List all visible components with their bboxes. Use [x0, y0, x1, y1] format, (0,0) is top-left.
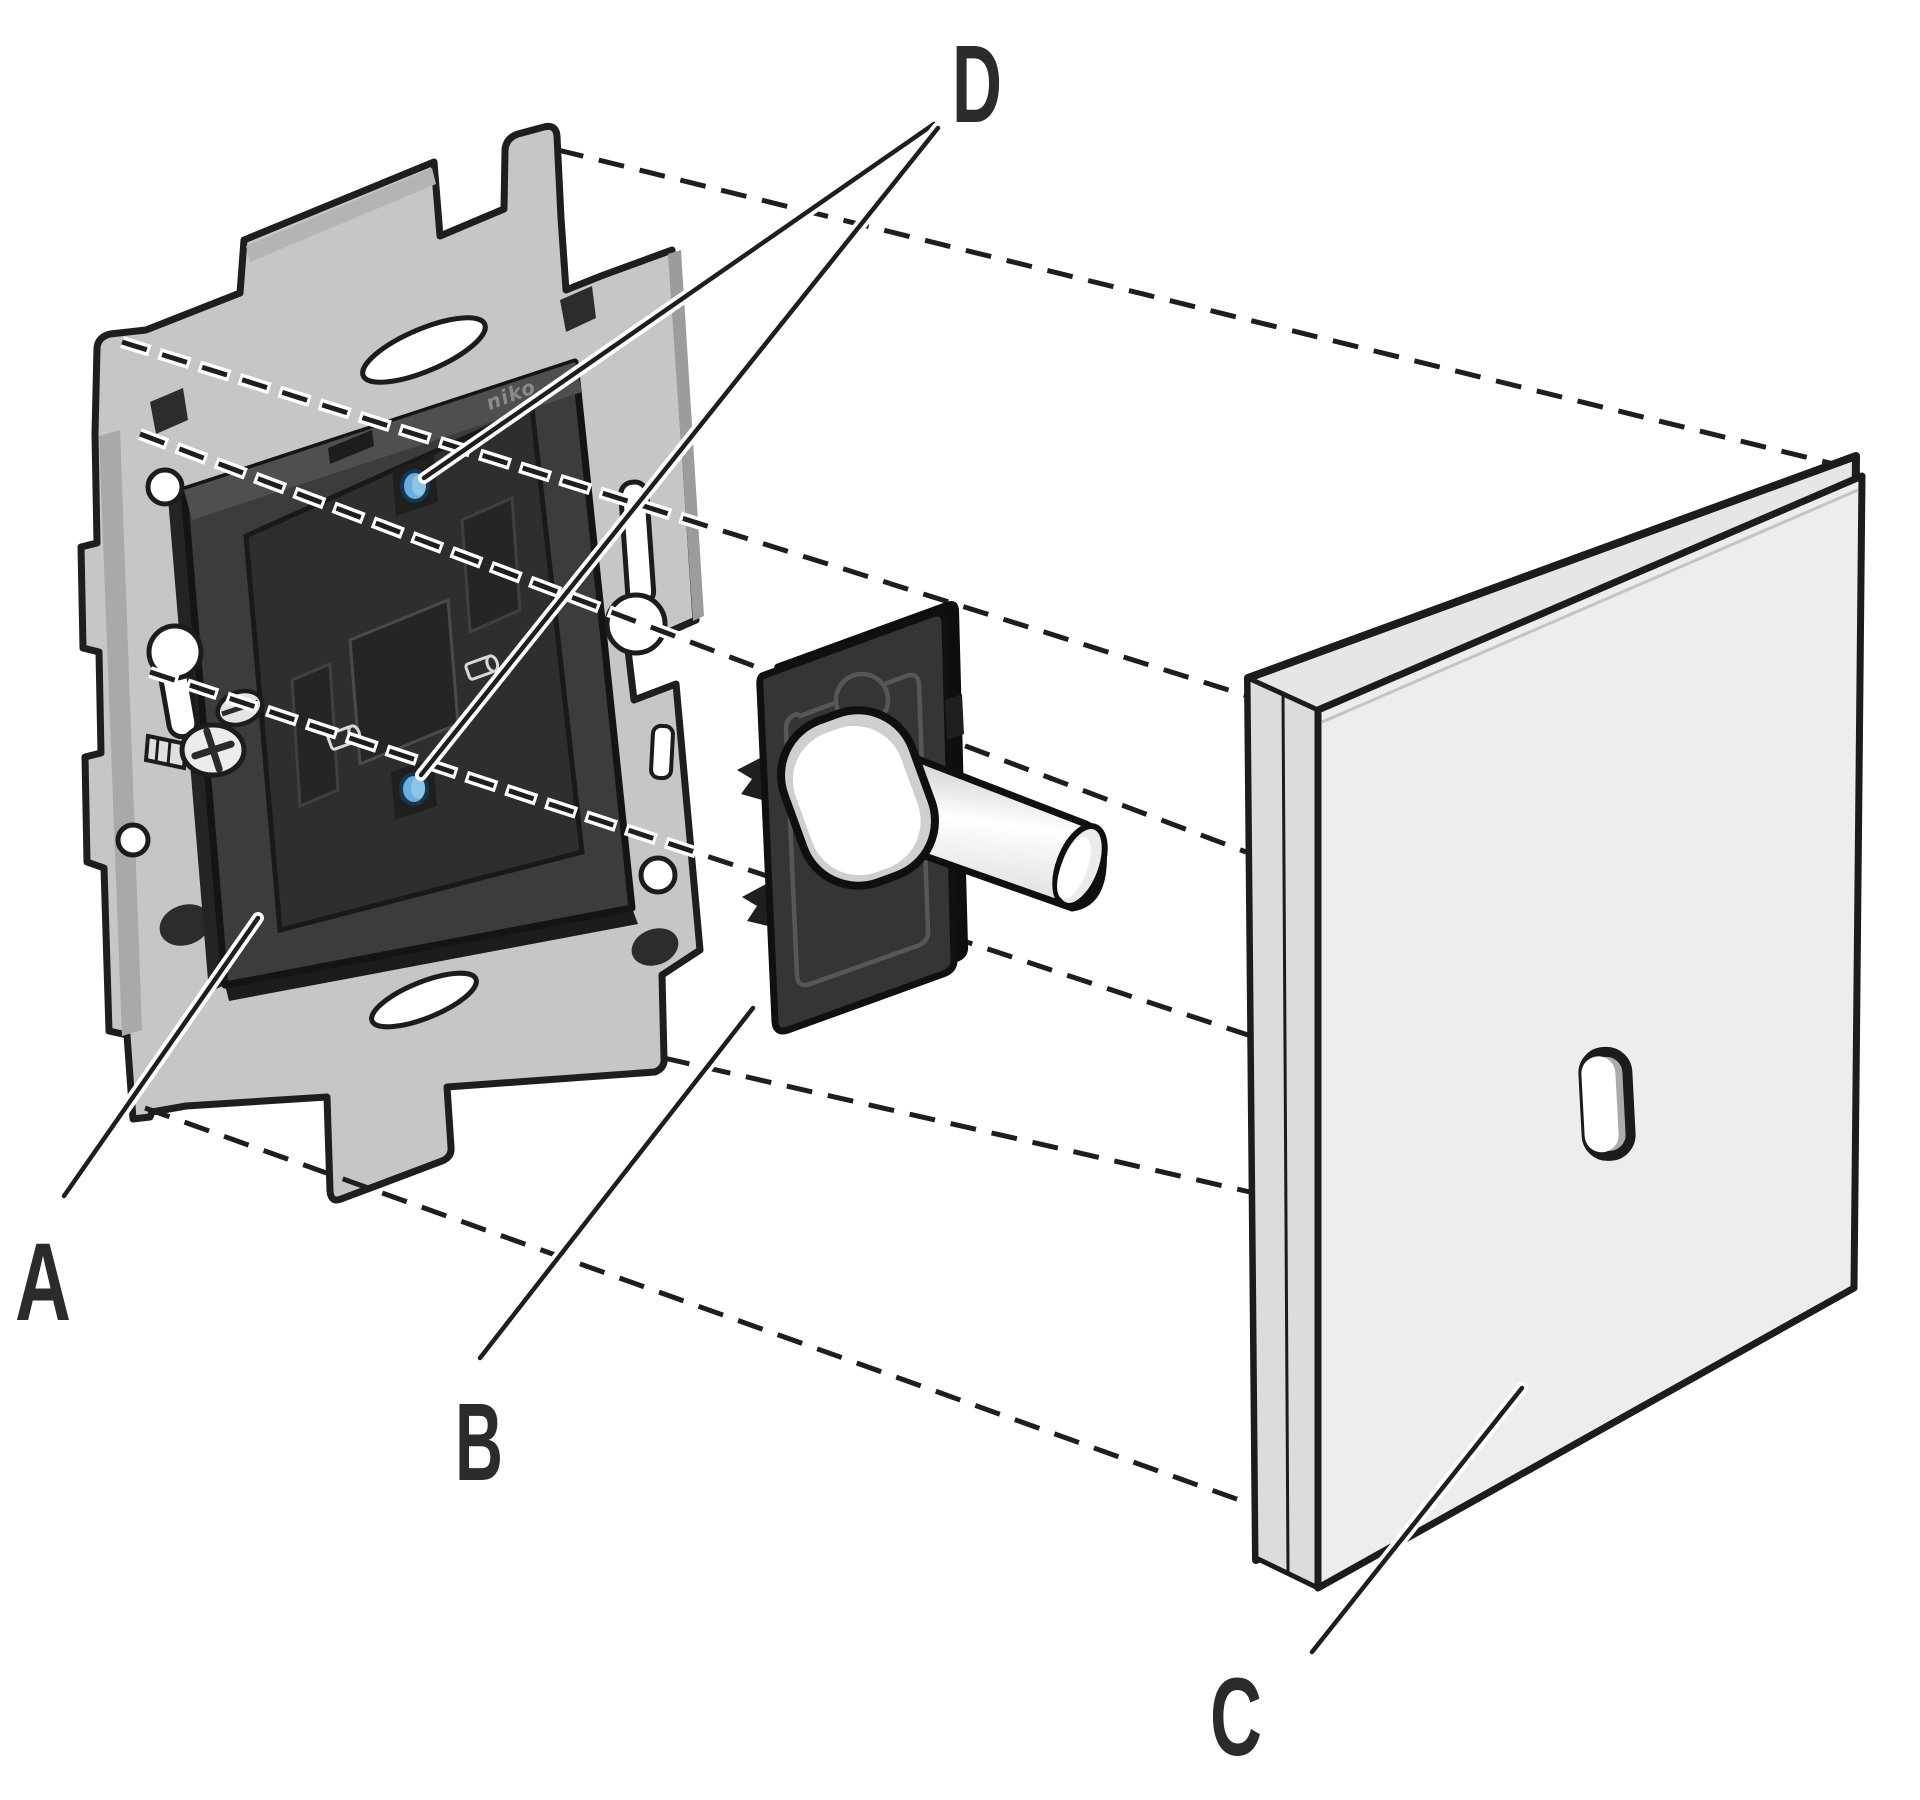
frame-clip-top-right — [560, 286, 596, 332]
mechanism-groove — [783, 672, 931, 988]
frame-left-facet — [99, 430, 142, 1036]
module-window-right — [460, 495, 522, 635]
frame-clip-bottom-left — [159, 904, 211, 946]
mechanism-side-nub — [945, 694, 964, 740]
frame-hole-upper-left — [145, 467, 185, 507]
frame-slot-bottom — [369, 970, 479, 1030]
label-b: B — [455, 1381, 503, 1504]
projection-line-mid-upper — [137, 428, 1249, 858]
projection-lines — [120, 147, 1851, 1509]
module-ridge-notch — [328, 430, 374, 464]
cover-plate — [1244, 452, 1866, 1592]
mechanism-claw-top — [737, 758, 762, 800]
projection-line-mid-lower — [148, 666, 1250, 1041]
mechanism-boss — [777, 706, 939, 890]
label-a: A — [15, 1221, 71, 1344]
frame-slot-right-flange — [649, 723, 675, 781]
label-c: C — [1210, 1656, 1262, 1779]
toggle-shaft-tip-highlight — [1057, 836, 1091, 900]
projection-line-top — [557, 147, 1851, 471]
leader-line-c — [1306, 1382, 1528, 1658]
projection-line-lower-right — [663, 1055, 1251, 1195]
module-pin-right — [464, 654, 500, 681]
projection-line-bottom — [144, 1105, 1257, 1509]
switch-mechanism — [737, 601, 1108, 1035]
leader-line-d-bottom — [415, 122, 944, 781]
leader-lines — [58, 118, 1528, 1658]
projection-line-upper — [120, 336, 1256, 704]
leader-line-b — [474, 1002, 759, 1364]
frame-top-facet — [246, 168, 436, 262]
cover-plate-slot — [1578, 1046, 1636, 1161]
label-d: D — [952, 23, 1002, 146]
frame-clip-top-left — [150, 388, 188, 434]
cover-plate-bevel — [1321, 488, 1859, 724]
cover-plate-front — [1314, 472, 1866, 1592]
leader-line-a — [58, 912, 264, 1202]
frame-hole-lower-left — [115, 822, 151, 858]
mechanism-claw-bottom — [742, 884, 768, 926]
module-top-bevel — [184, 362, 582, 520]
frame-clip-bottom-right — [631, 928, 679, 966]
frame-hole-right — [638, 855, 678, 895]
module-window-left — [290, 661, 340, 809]
leader-line-d-top — [418, 118, 940, 484]
frame-slot-top — [360, 315, 488, 385]
cover-plate-seam — [1281, 693, 1290, 1573]
module-bottom-side — [225, 908, 638, 1001]
